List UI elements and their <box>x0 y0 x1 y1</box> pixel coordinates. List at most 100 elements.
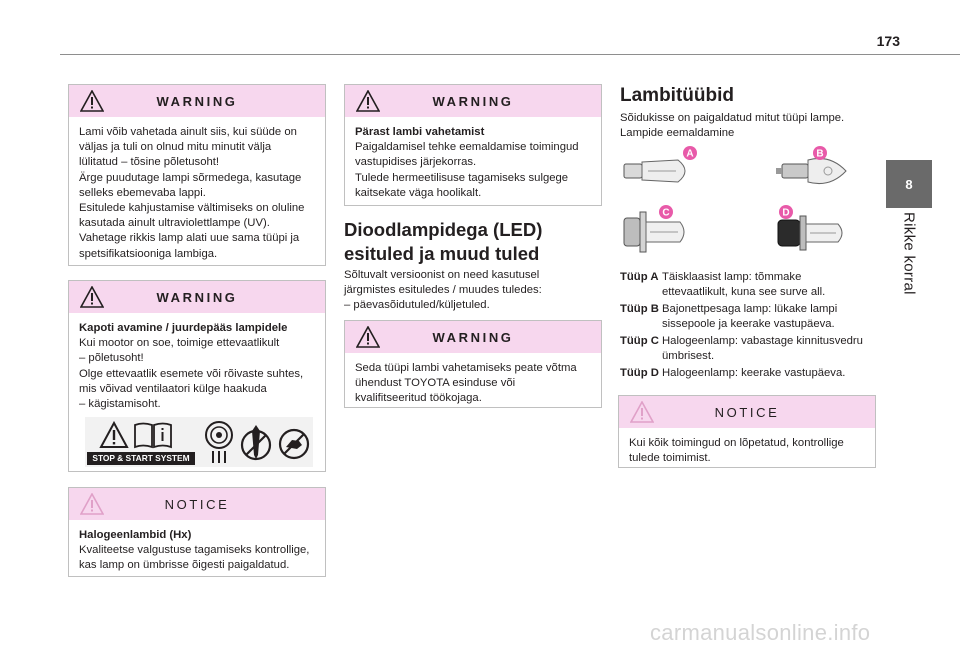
desc-line: Halogeenlamp: vabastage kinnitusvedru <box>662 335 863 347</box>
lamp-types-heading: Lambitüübid <box>620 85 734 106</box>
warning-subtitle: Pärast lambi vahetamist <box>355 126 485 138</box>
notice-title: NOTICE <box>714 404 780 420</box>
warning-subtitle: Kapoti avamine / juurdepääs lampidele <box>79 322 288 334</box>
text-line: Tulede hermeetilisuse tagamiseks sulgege <box>355 171 569 184</box>
warning-body: Seda tüüpi lambi vahetamiseks peate võtm… <box>345 353 601 415</box>
type-label: Tüüp D <box>620 367 659 379</box>
text-line: – kägistamisoht. <box>79 398 161 411</box>
lamp-intro: Sõidukisse on paigaldatud mitut tüüpi la… <box>620 111 880 141</box>
desc-line: ettevaatlikult, kuna see surve all. <box>662 286 826 299</box>
text-line: Seda tüüpi lambi vahetamiseks peate võtm… <box>355 362 577 374</box>
text-line: – päevasõidutuled/küljetuled. <box>344 299 490 312</box>
text-line: järgmistes esituledes / muudes tuledes: <box>344 284 542 297</box>
warning-box-4: WARNING Seda tüüpi lambi vahetamiseks pe… <box>344 320 602 408</box>
notice-title: NOTICE <box>164 496 230 512</box>
desc-line: ümbrisest. <box>662 350 715 363</box>
caution-icon <box>99 421 129 448</box>
notice-header: NOTICE <box>619 396 875 428</box>
text-line: kasutada ainult ultraviolettlampe (UV). <box>79 217 270 230</box>
desc-line: Täisklaasist lamp: tõmmake <box>662 271 802 283</box>
text-line: Sõltuvalt versioonist on need kasutusel <box>344 269 540 281</box>
text-line: tulede toimimist. <box>629 452 711 465</box>
lamp-c-icon: C <box>623 205 685 253</box>
warning-header: WARNING <box>345 321 601 353</box>
badge-c: C <box>662 208 669 219</box>
lamp-a-icon: A <box>623 146 697 183</box>
text-line: Sõidukisse on paigaldatud mitut tüüpi la… <box>620 112 845 124</box>
text-line: ühendust TOYOTA esinduse või <box>355 377 516 390</box>
heading-line: esituled ja muud tuled <box>344 243 540 264</box>
manual-book-icon <box>134 422 172 449</box>
notice-box-1: NOTICE Halogeenlambid (Hx) Kvaliteetse v… <box>68 487 326 577</box>
notice-subtitle: Halogeenlambid (Hx) <box>79 529 192 541</box>
type-label: Tüüp A <box>620 271 659 283</box>
warning-triangle-icon <box>356 326 380 348</box>
text-line: vastupidises järjekorras. <box>355 156 477 169</box>
notice-triangle-icon <box>630 401 654 423</box>
warning-triangle-icon <box>80 286 104 308</box>
warning-box-2: WARNING Kapoti avamine / juurdepääs lamp… <box>68 280 326 472</box>
no-hand-icon <box>278 428 310 460</box>
text-line: Lami võib vahetada ainult siis, kui süüd… <box>79 126 297 138</box>
text-line: Olge ettevaatlik esemete või rõivaste su… <box>79 367 304 380</box>
chapter-number: 8 <box>905 176 913 192</box>
type-label: Tüüp C <box>620 335 659 347</box>
desc-line: Halogeenlamp: keerake vastupäeva. <box>662 367 846 379</box>
text-line: kvalifitseeritud töökojaga. <box>355 392 482 405</box>
watermark: carmanualsonline.info <box>650 620 871 645</box>
header-rule <box>60 54 960 55</box>
warning-body: Lami võib vahetada ainult siis, kui süüd… <box>69 117 325 270</box>
type-desc: Täisklaasist lamp: tõmmake ettevaatlikult… <box>662 270 874 300</box>
text-line: mis võivad ventilaatori külge haakuda <box>79 382 267 395</box>
text-line: Lampide eemaldamine <box>620 127 735 140</box>
warning-title: WARNING <box>156 93 238 109</box>
warning-header: WARNING <box>69 281 325 313</box>
text-line: väljas ja tuli on olnud mitu minutit väl… <box>79 141 272 154</box>
text-line: selleks ebemevaba lappi. <box>79 186 206 199</box>
type-desc: Halogeenlamp: keerake vastupäeva. <box>662 366 874 381</box>
badge-b: B <box>816 149 823 160</box>
led-heading: Dioodlampidega (LED) esituled ja muud tu… <box>344 218 604 266</box>
text-line: Kui mootor on soe, toimige ettevaatlikul… <box>79 337 280 350</box>
lamp-b-icon: B <box>776 146 847 185</box>
text-line: Kui kõik toimingud on lõpetatud, kontrol… <box>629 437 844 449</box>
badge-a: A <box>686 149 693 160</box>
notice-body: Halogeenlambid (Hx) Kvaliteetse valgustu… <box>69 520 325 582</box>
warning-triangle-icon <box>80 90 104 112</box>
text-line: – põletusoht! <box>79 352 144 365</box>
warning-header: WARNING <box>69 85 325 117</box>
text-line: kas lamp on ümbrisse õigesti paigaldatud… <box>79 559 290 572</box>
stop-start-badge: STOP & START SYSTEM <box>87 452 195 465</box>
warning-body: Kapoti avamine / juurdepääs lampidele Ku… <box>69 313 325 420</box>
lamp-d-icon: D <box>777 205 843 251</box>
text-line: Kvaliteetse valgustuse tagamiseks kontro… <box>79 544 310 557</box>
text-line: Vahetage rikkis lamp alati uue sama tüüp… <box>79 232 300 245</box>
notice-body: Kui kõik toimingud on lõpetatud, kontrol… <box>619 428 875 474</box>
text-line: spetsifikatsiooniga lambiga. <box>79 247 218 260</box>
badge-d: D <box>782 208 789 219</box>
warning-box-1: WARNING Lami võib vahetada ainult siis, … <box>68 84 326 266</box>
led-paragraph: Sõltuvalt versioonist on need kasutusel … <box>344 268 604 314</box>
page-number: 173 <box>876 33 900 49</box>
text-line: Esitulede kahjustamise vältimiseks on ol… <box>79 202 305 215</box>
no-tie-icon <box>240 425 272 461</box>
chapter-label: Rikke korral <box>886 212 932 322</box>
text-line: Ärge puudutage lampi sõrmedega, kasutage <box>79 171 302 184</box>
warning-triangle-icon <box>356 90 380 112</box>
heading-line: Dioodlampidega (LED) <box>344 219 543 240</box>
fan-icon <box>205 421 233 463</box>
notice-header: NOTICE <box>69 488 325 520</box>
chapter-tab[interactable]: 8 <box>886 160 932 208</box>
text-line: lülitatud – tõsine põletusoht! <box>79 156 220 169</box>
text-line: kaitsekate väga hoolikalt. <box>355 186 482 199</box>
warning-box-3: WARNING Pärast lambi vahetamist Paigalda… <box>344 84 602 206</box>
type-label: Tüüp B <box>620 303 659 315</box>
pictogram-strip: STOP & START SYSTEM <box>85 417 313 467</box>
desc-line: sissepoole ja keerake vastupäeva. <box>662 318 835 331</box>
warning-header: WARNING <box>345 85 601 117</box>
